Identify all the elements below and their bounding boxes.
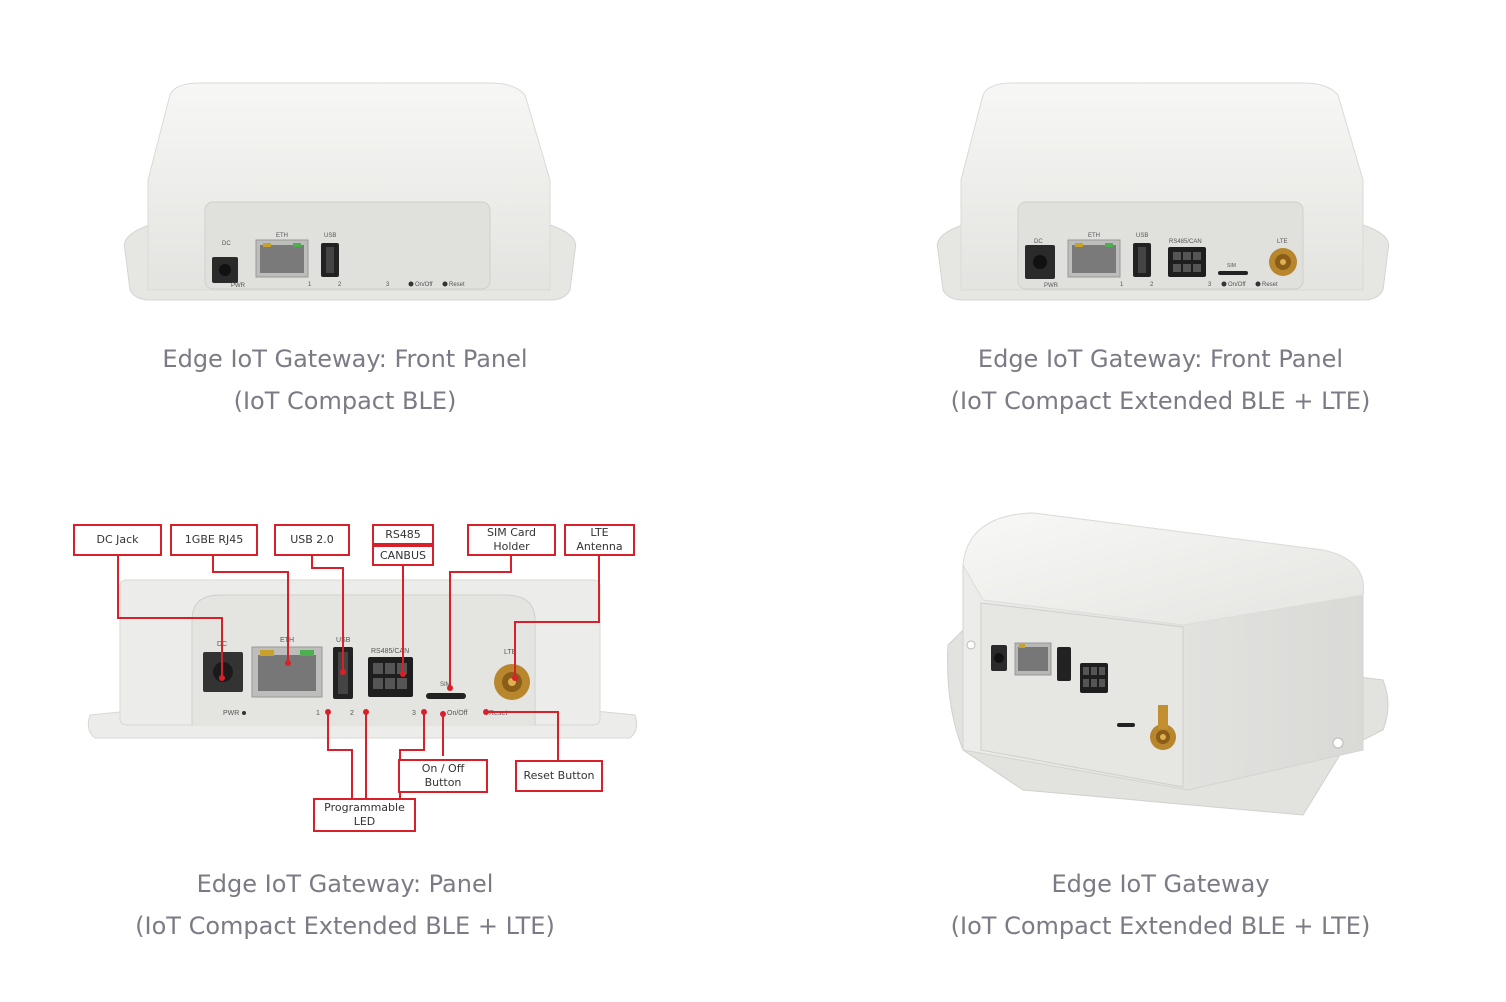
label-led-1: 1	[1120, 282, 1124, 288]
label-sim: SIM	[440, 682, 451, 688]
callout-lines	[117, 552, 600, 800]
device-image-extended-front: DC ETH USB RS485/CAN SIM LTE PWR 1 2 3 O…	[936, 82, 1390, 301]
caption-subtitle: (IoT Compact Extended BLE + LTE)	[950, 387, 1371, 415]
label-led-3: 3	[412, 710, 416, 717]
callout-onoff-button: On / Off Button	[398, 759, 488, 793]
callout-canbus: CANBUS	[372, 545, 434, 566]
caption-panel-annotated: Edge IoT Gateway: Panel (IoT Compact Ext…	[40, 863, 650, 947]
label-dc: DC	[1034, 239, 1043, 245]
callout-sim-holder: SIM Card Holder	[467, 524, 556, 556]
caption-subtitle: (IoT Compact Extended BLE + LTE)	[950, 912, 1371, 940]
gateway-compact-ble-front: DC ETH USB PWR 1 2 3 On/Off Reset Edge I…	[0, 0, 753, 460]
caption-title: Edge IoT Gateway	[1051, 870, 1270, 898]
callout-usb: USB 2.0	[274, 524, 350, 556]
label-reset: Reset	[449, 282, 465, 288]
caption-title: Edge IoT Gateway: Front Panel	[977, 345, 1344, 373]
label-usb: USB	[324, 233, 336, 239]
label-sim: SIM	[1227, 263, 1236, 269]
caption-compact-ble: Edge IoT Gateway: Front Panel (IoT Compa…	[40, 338, 650, 422]
callout-reset-button: Reset Button	[515, 760, 603, 792]
callout-dc-jack: DC Jack	[73, 524, 162, 556]
callout-lte-antenna: LTE Antenna	[564, 524, 635, 556]
callout-programmable-led: Programmable LED	[313, 798, 416, 832]
label-lte: LTE	[504, 649, 517, 656]
label-pwr: PWR	[223, 710, 239, 717]
label-eth: ETH	[276, 233, 288, 239]
caption-title: Edge IoT Gateway: Front Panel	[162, 345, 528, 373]
label-led-1: 1	[308, 282, 312, 288]
gateway-extended-perspective: Edge IoT Gateway (IoT Compact Extended B…	[753, 460, 1506, 1002]
label-led-3: 3	[1208, 282, 1212, 288]
device-image-perspective	[947, 512, 1389, 816]
label-onoff: On/Off	[447, 710, 468, 717]
label-lte: LTE	[1277, 239, 1288, 245]
caption-perspective: Edge IoT Gateway (IoT Compact Extended B…	[853, 863, 1468, 947]
caption-subtitle: (IoT Compact BLE)	[233, 387, 457, 415]
label-rs485-can: RS485/CAN	[371, 648, 409, 655]
callout-rs485: RS485	[372, 524, 434, 545]
label-reset: Reset	[489, 710, 507, 717]
callout-rj45: 1GBE RJ45	[170, 524, 258, 556]
label-rs485-can: RS485/CAN	[1169, 239, 1202, 245]
label-onoff: On/Off	[415, 282, 433, 288]
device-image-panel-annotated: DC ETH USB RS485/CAN SIM LTE PWR 1 2 3 O…	[87, 579, 638, 739]
label-usb: USB	[1136, 233, 1148, 239]
label-led-3: 3	[386, 282, 390, 288]
gateway-extended-front: DC ETH USB RS485/CAN SIM LTE PWR 1 2 3 O…	[753, 0, 1506, 460]
label-reset: Reset	[1262, 282, 1278, 288]
caption-subtitle: (IoT Compact Extended BLE + LTE)	[135, 912, 555, 940]
label-led-2: 2	[1150, 282, 1154, 288]
label-pwr: PWR	[231, 283, 246, 289]
label-led-1: 1	[316, 710, 320, 717]
caption-extended-front: Edge IoT Gateway: Front Panel (IoT Compa…	[853, 338, 1468, 422]
label-eth: ETH	[1088, 233, 1100, 239]
label-led-2: 2	[350, 710, 354, 717]
gateway-panel-annotated: DC ETH USB RS485/CAN SIM LTE PWR 1 2 3 O…	[0, 460, 753, 1002]
label-onoff: On/Off	[1228, 282, 1246, 288]
caption-title: Edge IoT Gateway: Panel	[196, 870, 494, 898]
device-image-compact-ble: DC ETH USB PWR 1 2 3 On/Off Reset	[123, 82, 577, 301]
label-dc: DC	[222, 241, 231, 247]
label-led-2: 2	[338, 282, 342, 288]
label-pwr: PWR	[1044, 283, 1059, 289]
